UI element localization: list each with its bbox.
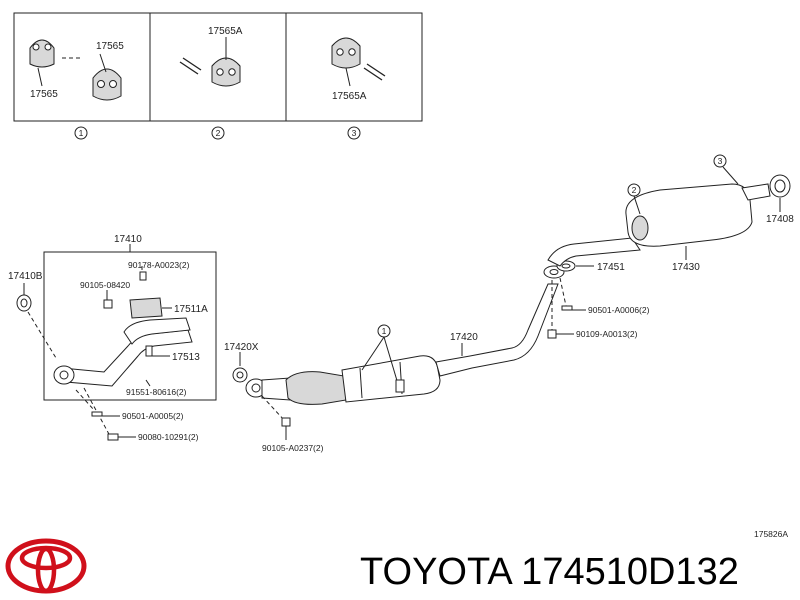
- muffler-icon: [625, 183, 753, 247]
- nut-icon: [547, 329, 557, 339]
- nut-icon: [103, 299, 113, 309]
- label-90105-A0237: 90105-A0237(2): [262, 443, 324, 453]
- inset-2-label: 17565A: [208, 26, 243, 37]
- rubber-hanger-icon: [29, 39, 55, 68]
- tail-pipe-tip-icon: [741, 174, 791, 201]
- callout-2: 2: [632, 185, 637, 195]
- gasket-17451: 17451 90501-A0006(2) 90109-A0013(2): [547, 260, 650, 339]
- label-17420: 17420: [450, 332, 478, 343]
- heat-insulator-icon: [129, 297, 163, 319]
- bolt-icon: [139, 271, 147, 281]
- bolt-icon: [145, 345, 153, 357]
- hanger-bracket-icon: [395, 379, 405, 393]
- label-17410: 17410: [114, 234, 142, 245]
- inset-3: 17565A 3: [331, 37, 386, 140]
- label-17430: 17430: [672, 262, 700, 273]
- stud-bolt-icon: [561, 305, 573, 311]
- inset-2-index: 2: [216, 128, 221, 138]
- label-17420X: 17420X: [224, 342, 259, 353]
- flange-icon: [543, 265, 565, 279]
- rubber-hanger-icon: [331, 37, 361, 69]
- front-pipe-assembly: 17410 17410B 90178-A0023(2) 90105-08420 …: [8, 234, 217, 442]
- label-90178: 90178-A0023(2): [128, 260, 190, 270]
- inset-panels: [13, 12, 423, 122]
- label-17410B: 17410B: [8, 271, 43, 282]
- gasket-17420x: 17420X: [224, 342, 259, 383]
- inset-1: 17565 17565 1: [29, 39, 124, 140]
- label-17513: 17513: [172, 352, 200, 363]
- diagram-code: 175826A: [754, 529, 788, 539]
- inset-3-index: 3: [352, 128, 357, 138]
- front-pipe-icon: [53, 317, 193, 387]
- label-90109: 90109-A0013(2): [576, 329, 638, 339]
- gasket-icon: [16, 294, 32, 312]
- callout-3: 3: [718, 156, 723, 166]
- inset-3-label: 17565A: [332, 91, 367, 102]
- label-90105-08420: 90105-08420: [80, 280, 130, 290]
- exhaust-pipe-icon: [435, 283, 559, 377]
- tail-pipe-17430: 17430 17408 2 3: [547, 154, 794, 273]
- part-caption: TOYOTA 174510D132: [360, 551, 739, 593]
- label-17451: 17451: [597, 262, 625, 273]
- callout-1: 1: [382, 326, 387, 336]
- rubber-hanger-icon: [92, 68, 122, 101]
- label-90501-A0005: 90501-A0005(2): [122, 411, 184, 421]
- label-17408: 17408: [766, 214, 794, 225]
- inset-1-label-a: 17565: [96, 41, 124, 52]
- stud-bolt-icon: [91, 411, 103, 417]
- inset-1-label-b: 17565: [30, 89, 58, 100]
- label-90080: 90080-10291(2): [138, 432, 199, 442]
- inset-2: 17565A 2: [179, 26, 243, 140]
- label-17511A: 17511A: [174, 304, 208, 315]
- toyota-logo-icon: [5, 538, 87, 594]
- label-90501-A0006: 90501-A0006(2): [588, 305, 650, 315]
- rubber-hanger-icon: [211, 57, 241, 87]
- catalytic-converter-icon: [285, 355, 441, 405]
- bolt-icon: [281, 417, 291, 427]
- label-91551: 91551-80616(2): [126, 387, 187, 397]
- inset-1-index: 1: [79, 128, 84, 138]
- center-pipe-17420: 17420 1 90105-A0237(2): [245, 265, 565, 453]
- bolt-icon: [107, 433, 119, 441]
